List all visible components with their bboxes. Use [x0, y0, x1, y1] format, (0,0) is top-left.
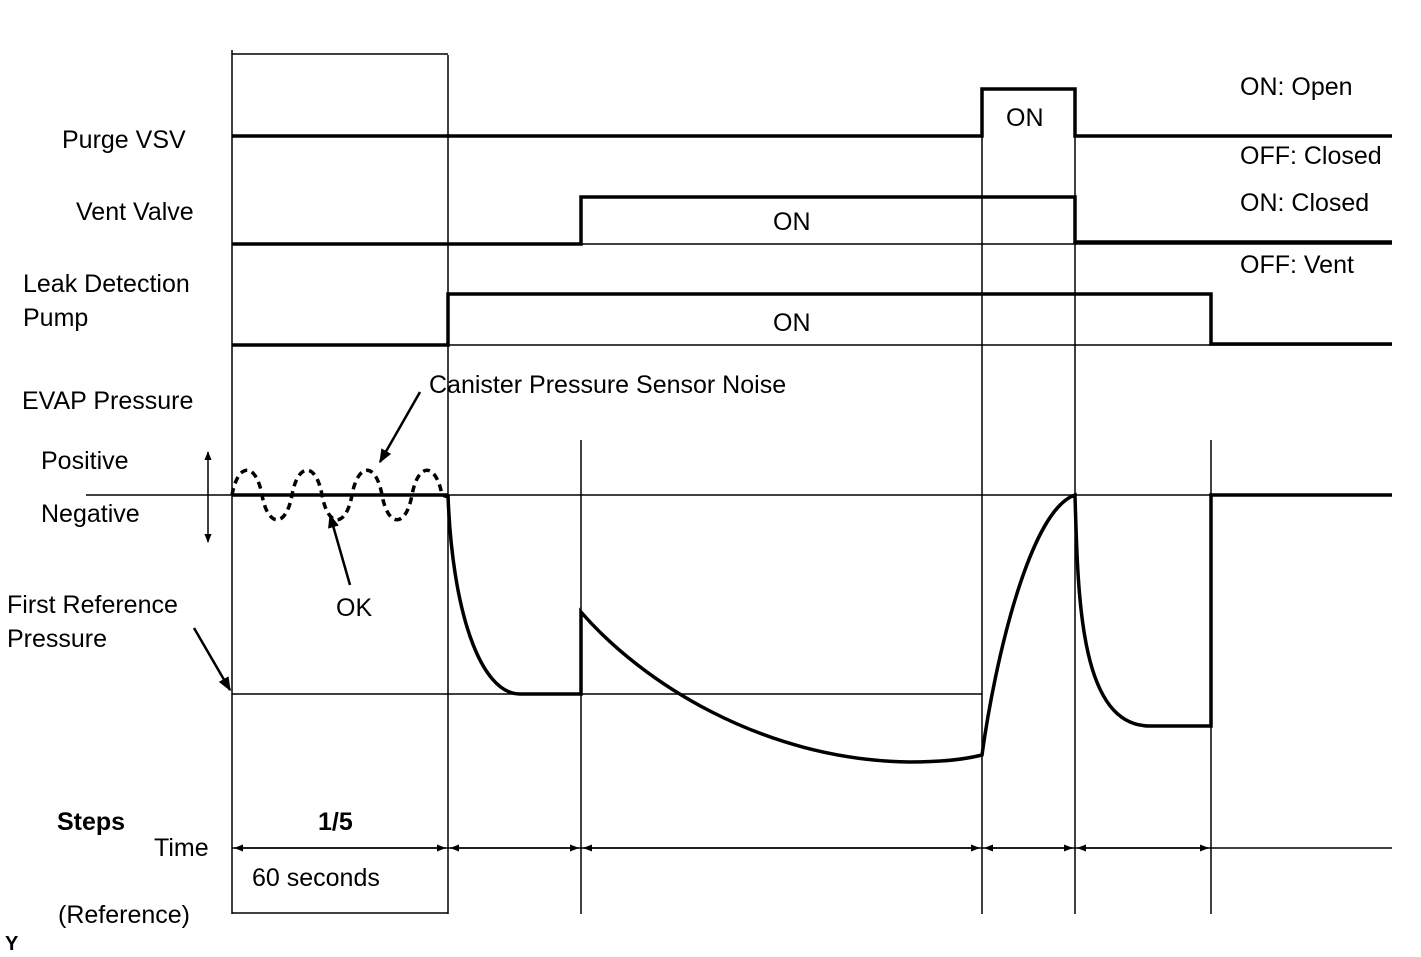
corner-mark: Y	[5, 933, 19, 955]
leak-pump-label-line1: Leak Detection	[23, 270, 190, 298]
noise-pointer-arrow	[378, 391, 422, 464]
purge-vsv-waveform	[232, 87, 1392, 138]
purge-off-description: OFF: Closed	[1240, 142, 1382, 170]
purge-vsv-label: Purge VSV	[62, 126, 186, 154]
evap-pressure-trace	[86, 468, 1392, 764]
step-value: 1/5	[318, 808, 353, 836]
vent-valve-label: Vent Valve	[76, 198, 194, 226]
vent-on-label: ON	[773, 208, 811, 236]
evap-pressure-label: EVAP Pressure	[22, 387, 193, 415]
purge-on-label: ON	[1006, 104, 1044, 132]
leak-pump-label-line2: Pump	[23, 304, 88, 332]
pump-on-label: ON	[773, 309, 811, 337]
leak-pump-waveform	[232, 292, 1392, 347]
leak-pump-trace	[232, 292, 1392, 347]
noise-annotation: Canister Pressure Sensor Noise	[429, 371, 786, 399]
vent-valve-waveform	[232, 195, 1392, 246]
steps-label: Steps	[57, 808, 125, 836]
purge-vsv-trace	[232, 87, 1392, 138]
negative-label: Negative	[41, 500, 140, 528]
reference-label: (Reference)	[58, 901, 190, 929]
purge-on-description: ON: Open	[1240, 73, 1353, 101]
positive-label: Positive	[41, 447, 129, 475]
time-label: Time	[154, 834, 209, 862]
evap-pressure-waveform	[446, 492, 1392, 764]
duration-label: 60 seconds	[252, 864, 380, 892]
ok-annotation: OK	[336, 594, 372, 622]
first-reference-label-line2: Pressure	[7, 625, 107, 653]
vent-off-description: OFF: Vent	[1240, 251, 1354, 279]
first-reference-label-line1: First Reference	[7, 591, 178, 619]
vent-on-description: ON: Closed	[1240, 189, 1369, 217]
reference-pointer-arrow	[192, 627, 232, 692]
ok-pointer-arrow	[328, 513, 352, 586]
vent-valve-trace	[232, 195, 1392, 246]
